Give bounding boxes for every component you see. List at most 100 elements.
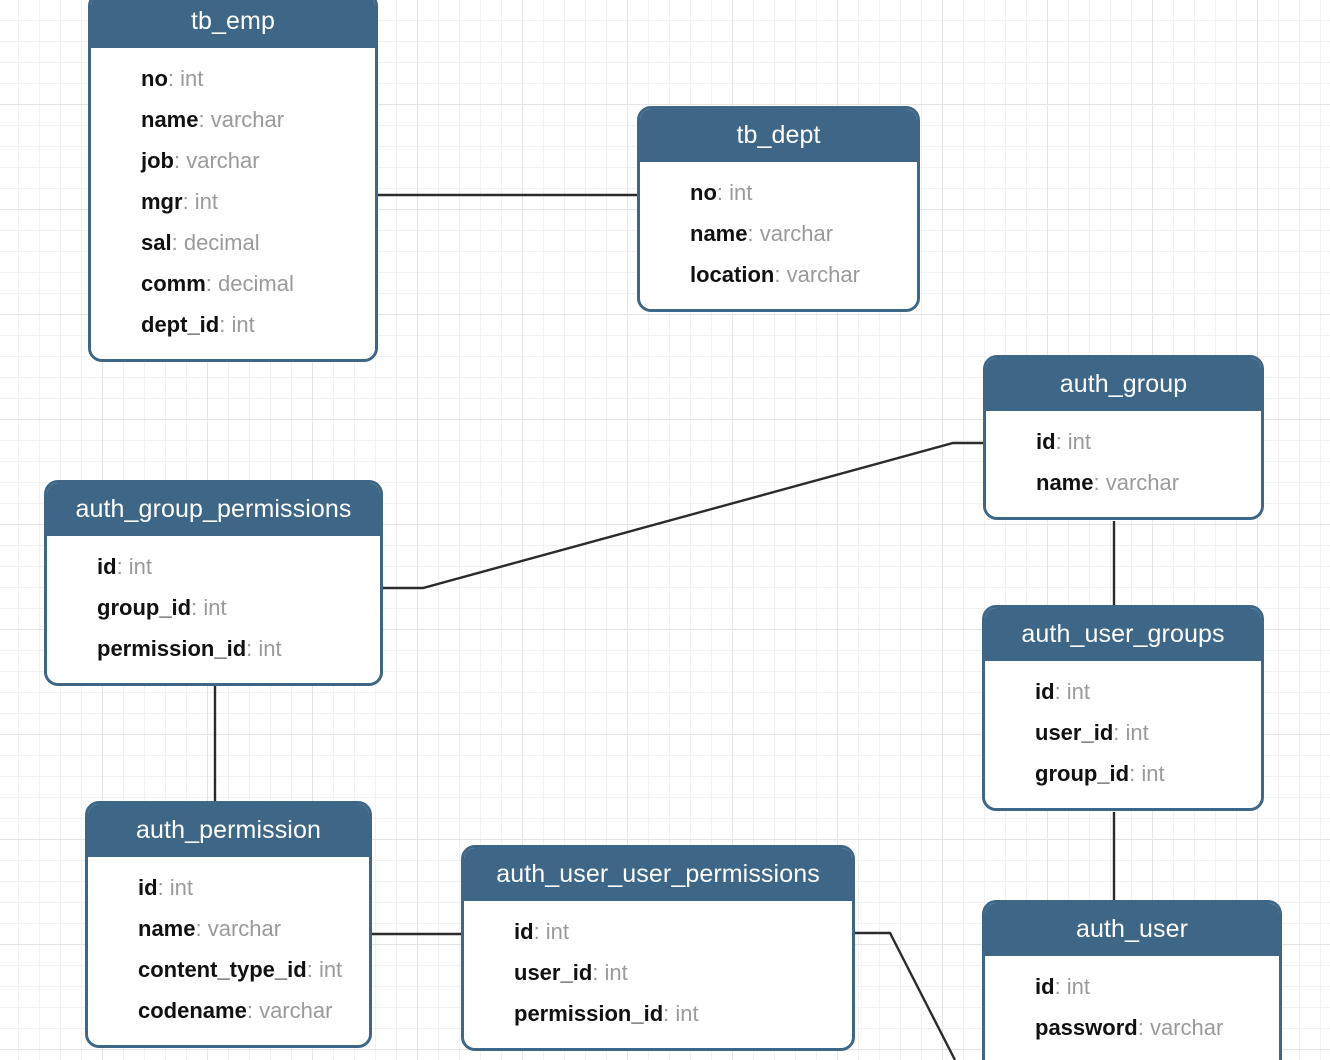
field-type: varchar bbox=[786, 262, 860, 287]
field-separator: : bbox=[663, 1001, 676, 1026]
field-row[interactable]: name: varchar bbox=[986, 462, 1261, 503]
field-row[interactable]: user_id: int bbox=[985, 712, 1261, 753]
field-separator: : bbox=[1137, 1015, 1150, 1040]
field-name: id bbox=[1036, 429, 1056, 454]
field-name: name bbox=[690, 221, 748, 246]
field-row[interactable]: user_id: int bbox=[464, 952, 852, 993]
field-type: int bbox=[194, 189, 219, 214]
field-row[interactable]: group_id: int bbox=[47, 587, 380, 628]
field-separator: : bbox=[246, 636, 259, 661]
field-row[interactable]: permission_id: int bbox=[47, 628, 380, 669]
field-separator: : bbox=[157, 875, 170, 900]
field-type: datetime bbox=[1150, 1056, 1234, 1060]
field-type: int bbox=[1067, 429, 1092, 454]
field-name: permission_id bbox=[97, 636, 247, 661]
field-name: id bbox=[1035, 974, 1055, 999]
field-name: location bbox=[690, 262, 775, 287]
field-row[interactable]: job: varchar bbox=[91, 140, 375, 181]
entity-title-auth_group: auth_group bbox=[986, 358, 1261, 411]
field-name: name bbox=[141, 107, 199, 132]
field-row[interactable]: comm: decimal bbox=[91, 263, 375, 304]
field-type: varchar bbox=[207, 916, 282, 941]
field-type: int bbox=[604, 960, 628, 985]
field-type: decimal bbox=[218, 271, 294, 296]
field-row[interactable]: codename: varchar bbox=[88, 990, 369, 1031]
field-name: user_id bbox=[514, 960, 593, 985]
field-separator: : bbox=[716, 180, 730, 205]
field-row[interactable]: mgr: int bbox=[91, 181, 375, 222]
field-row[interactable]: id: int bbox=[464, 911, 852, 952]
field-separator: : bbox=[592, 960, 605, 985]
field-name: name bbox=[138, 916, 196, 941]
field-separator: : bbox=[1129, 761, 1142, 786]
field-separator: : bbox=[219, 312, 232, 337]
field-row[interactable]: content_type_id: int bbox=[88, 949, 369, 990]
field-type: int bbox=[318, 957, 343, 982]
field-row[interactable]: sal: decimal bbox=[91, 222, 375, 263]
field-type: int bbox=[729, 180, 753, 205]
field-row[interactable]: password: varchar bbox=[985, 1007, 1279, 1048]
field-row[interactable]: id: int bbox=[88, 867, 369, 908]
field-row[interactable]: group_id: int bbox=[985, 753, 1261, 794]
field-type: int bbox=[1066, 679, 1091, 704]
field-row[interactable]: id: int bbox=[47, 546, 380, 587]
field-name: content_type_id bbox=[138, 957, 307, 982]
field-type: varchar bbox=[1149, 1015, 1224, 1040]
field-row[interactable]: id: int bbox=[986, 421, 1261, 462]
entity-title-auth_user: auth_user bbox=[985, 903, 1279, 956]
field-row[interactable]: id: int bbox=[985, 671, 1261, 712]
field-name: last_login bbox=[1035, 1056, 1138, 1060]
field-separator: : bbox=[1093, 470, 1106, 495]
field-name: codename bbox=[138, 998, 247, 1023]
field-type: int bbox=[545, 919, 570, 944]
field-separator: : bbox=[191, 595, 204, 620]
field-type: int bbox=[169, 875, 194, 900]
field-row[interactable]: location: varchar bbox=[640, 254, 917, 295]
field-row[interactable]: last_login: datetime bbox=[985, 1048, 1279, 1060]
field-separator: : bbox=[246, 998, 260, 1023]
field-row[interactable]: name: varchar bbox=[88, 908, 369, 949]
field-separator: : bbox=[1055, 429, 1068, 454]
field-type: int bbox=[1141, 761, 1165, 786]
field-name: mgr bbox=[141, 189, 183, 214]
entity-title-auth_permission: auth_permission bbox=[88, 804, 369, 857]
field-separator: : bbox=[174, 148, 187, 173]
field-row[interactable]: name: varchar bbox=[91, 99, 375, 140]
field-name: no bbox=[690, 180, 717, 205]
field-row[interactable]: no: int bbox=[640, 172, 917, 213]
relationship-auth_group_permissions-to-auth_group bbox=[383, 441, 983, 590]
field-row[interactable]: permission_id: int bbox=[464, 993, 852, 1034]
field-row[interactable]: name: varchar bbox=[640, 213, 917, 254]
entity-title-auth_group_permissions: auth_group_permissions bbox=[47, 483, 380, 536]
field-row[interactable]: no: int bbox=[91, 58, 375, 99]
field-name: id bbox=[138, 875, 158, 900]
field-type: int bbox=[1125, 720, 1149, 745]
field-separator: : bbox=[195, 916, 208, 941]
field-type: int bbox=[258, 636, 282, 661]
field-row[interactable]: id: int bbox=[985, 966, 1279, 1007]
field-name: sal bbox=[141, 230, 172, 255]
field-separator: : bbox=[116, 554, 129, 579]
field-type: varchar bbox=[1105, 470, 1180, 495]
entity-title-auth_user_user_permissions: auth_user_user_permissions bbox=[464, 848, 852, 901]
field-row[interactable]: dept_id: int bbox=[91, 304, 375, 345]
field-separator: : bbox=[747, 221, 760, 246]
field-type: decimal bbox=[183, 230, 260, 255]
field-type: int bbox=[203, 595, 227, 620]
